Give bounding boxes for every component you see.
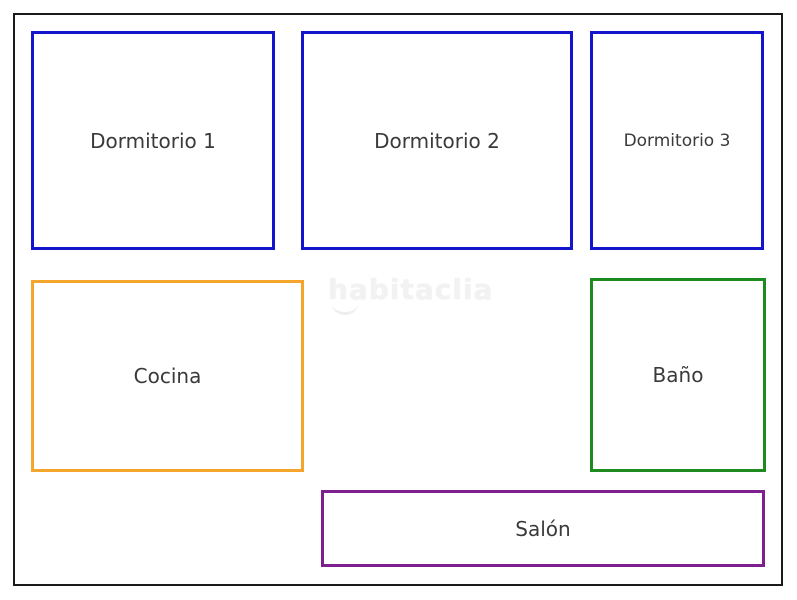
room-dormitorio-1: Dormitorio 1 xyxy=(31,31,275,250)
watermark-smile-icon xyxy=(332,304,358,315)
habitaclia-watermark-text: habitaclia xyxy=(328,273,494,306)
room-dormitorio-2: Dormitorio 2 xyxy=(301,31,573,250)
room-label-dormitorio-1: Dormitorio 1 xyxy=(90,128,216,153)
room-label-dormitorio-3: Dormitorio 3 xyxy=(623,130,731,151)
room-cocina: Cocina xyxy=(31,280,304,472)
room-bano: Baño xyxy=(590,278,766,472)
habitaclia-watermark: habitaclia xyxy=(328,273,494,315)
room-label-dormitorio-2: Dormitorio 2 xyxy=(374,128,500,153)
room-label-bano: Baño xyxy=(652,363,704,387)
room-label-cocina: Cocina xyxy=(133,364,202,388)
room-label-salon: Salón xyxy=(515,516,571,541)
room-salon: Salón xyxy=(321,490,765,567)
room-dormitorio-3: Dormitorio 3 xyxy=(590,31,764,250)
